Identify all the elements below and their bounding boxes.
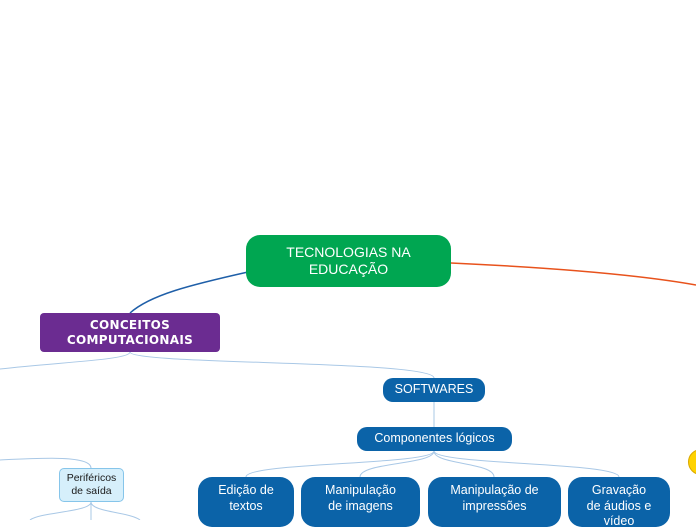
topic-softwares[interactable]: SOFTWARES bbox=[383, 378, 485, 402]
connector-central-to-right bbox=[450, 262, 696, 286]
leaf-label: Manipulação de imagens bbox=[325, 483, 396, 513]
connector-perifericos-child-a bbox=[29, 501, 92, 520]
conceitos-label: CONCEITOS COMPUTACIONAIS bbox=[66, 317, 194, 347]
connector-conceitos-to-softwares bbox=[129, 351, 435, 379]
topic-conceitos-computacionais[interactable]: CONCEITOS COMPUTACIONAIS bbox=[40, 313, 220, 352]
perifericos-label: Periféricos de saída bbox=[66, 471, 117, 497]
connector-componentes-to-leaf-1 bbox=[245, 450, 435, 478]
leaf-label: Manipulação de impressões bbox=[450, 483, 539, 513]
central-topic-label: TECNOLOGIAS NA EDUCAÇÃO bbox=[286, 243, 411, 278]
componentes-label: Componentes lógicos bbox=[374, 431, 495, 446]
leaf-label: Edição de textos bbox=[218, 483, 274, 513]
softwares-label: SOFTWARES bbox=[394, 382, 474, 397]
leaf-label: Gravação de áudios e vídeo bbox=[586, 483, 652, 529]
topic-manipulacao-de-imagens[interactable]: Manipulação de imagens bbox=[301, 477, 420, 527]
connector-to-perifericos bbox=[0, 457, 92, 469]
connector-perifericos-child-b bbox=[90, 501, 141, 520]
topic-perifericos-de-saida[interactable]: Periféricos de saída bbox=[59, 468, 124, 502]
topic-manipulacao-de-impressoes[interactable]: Manipulação de impressões bbox=[428, 477, 561, 527]
connector-componentes-to-leaf-2 bbox=[359, 450, 435, 478]
connector-componentes-to-leaf-4 bbox=[433, 450, 620, 478]
topic-componentes-logicos[interactable]: Componentes lógicos bbox=[357, 427, 512, 451]
central-topic[interactable]: TECNOLOGIAS NA EDUCAÇÃO bbox=[246, 235, 451, 287]
topic-edicao-de-textos[interactable]: Edição de textos bbox=[198, 477, 294, 527]
connector-central-to-conceitos bbox=[129, 271, 249, 314]
connector-conceitos-to-left bbox=[0, 351, 131, 370]
connector-componentes-to-leaf-3 bbox=[433, 450, 495, 478]
